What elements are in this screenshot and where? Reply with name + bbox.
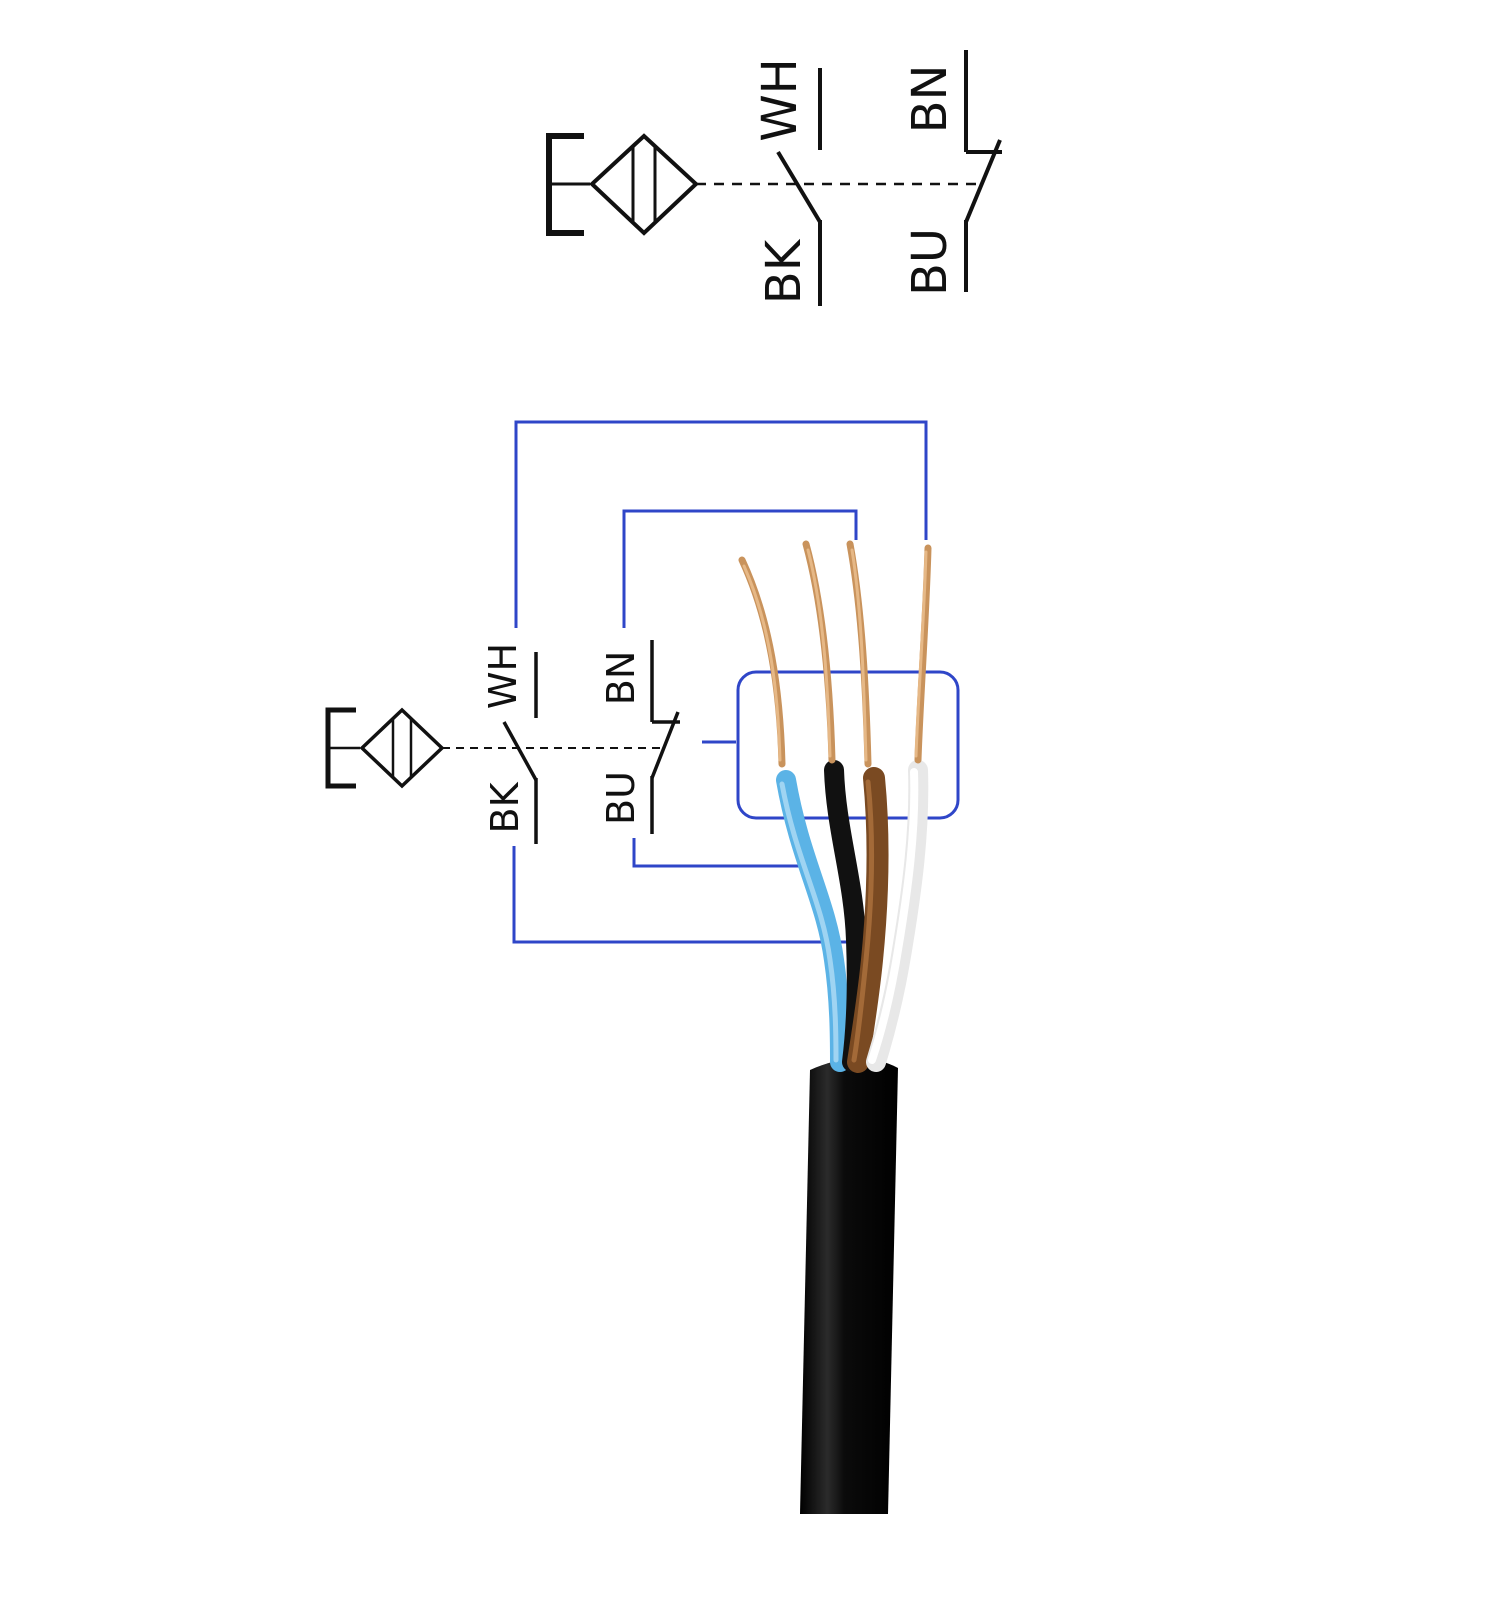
bottom-label-bn: BN [599,651,643,706]
top-label-bn: BN [902,65,958,134]
link-bn-to-brown-wire [622,509,858,628]
top-no-contact [776,68,822,306]
bottom-label-wh: WH [481,643,525,709]
top-inductive-sensor-icon [589,133,699,236]
top-label-wh: WH [752,58,808,142]
top-label-bk: BK [756,238,812,304]
link-bk-to-black-wire [512,846,854,944]
cable-jacket [800,1058,898,1514]
connection-lines [512,420,960,944]
top-sensor-symbol: WH BK BN BU [546,50,1002,306]
wire-blue [776,770,850,1072]
top-label-bu: BU [902,228,958,296]
bottom-label-bk: BK [483,781,527,833]
wire-brown [847,767,889,1073]
bottom-bracket-icon [325,707,356,789]
bottom-sensor-symbol: WH BK BN BU [325,640,680,844]
cable [738,540,932,1514]
bottom-inductive-sensor-icon [359,707,445,789]
bottom-nc-contact [650,640,680,834]
bottom-label-bu: BU [599,771,643,825]
link-wh-to-white-wire [514,420,928,628]
link-bu-to-blue-wire [632,838,800,868]
bottom-no-contact [502,652,538,844]
top-nc-contact [964,50,1002,292]
copper-strands [738,540,932,768]
top-bracket-icon [546,133,584,236]
